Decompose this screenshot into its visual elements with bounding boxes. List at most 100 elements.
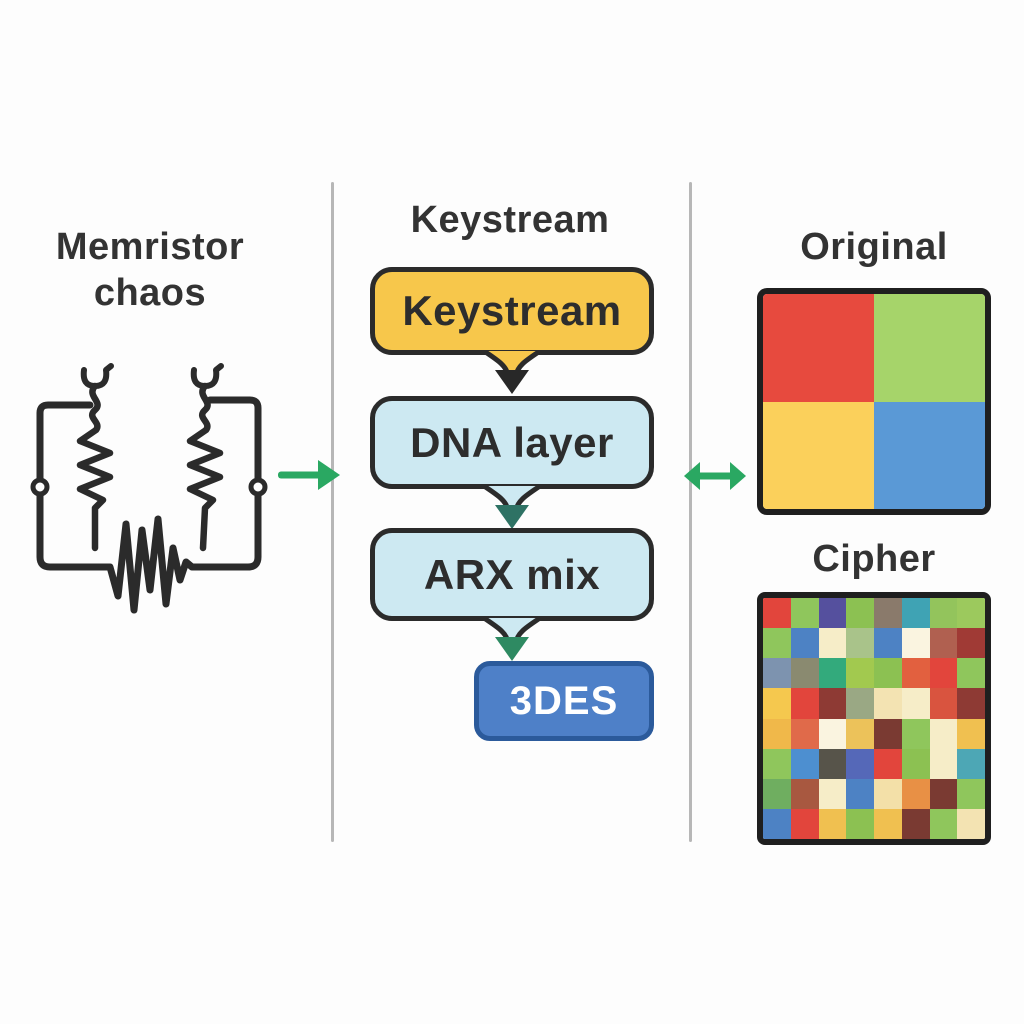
cipher-cell-31 — [957, 688, 985, 719]
tail-fill — [484, 618, 540, 642]
cipher-cell-3 — [846, 598, 874, 629]
cipher-cell-48 — [763, 778, 791, 809]
left-branch-cup — [80, 363, 114, 389]
memristor-chaos-title: Memristor chaos — [55, 226, 245, 315]
cipher-cell-13 — [901, 628, 930, 659]
middle-to-right-double-arrow-icon — [684, 462, 746, 490]
cipher-cell-41 — [790, 748, 819, 779]
cipher-cell-46 — [929, 748, 958, 779]
cipher-cell-35 — [846, 718, 874, 749]
cipher-cell-52 — [874, 778, 902, 809]
cipher-cell-1 — [790, 598, 819, 629]
left-to-middle-arrow-icon — [278, 460, 340, 490]
cipher-cell-11 — [846, 628, 874, 659]
cipher-cell-12 — [874, 628, 902, 659]
cipher-cell-27 — [846, 688, 874, 719]
arx-mix-box: ARX mix — [370, 528, 654, 621]
3des-box-label: 3DES — [509, 678, 619, 723]
cipher-cell-49 — [790, 778, 819, 809]
dna-layer-box: DNA layer — [370, 396, 654, 489]
cipher-cell-53 — [901, 778, 930, 809]
tail-fill — [484, 486, 540, 510]
cipher-cell-57 — [790, 808, 819, 839]
cipher-cell-51 — [846, 778, 874, 809]
cipher-cell-39 — [957, 718, 985, 749]
dna-layer-box-label: DNA layer — [410, 418, 614, 466]
cipher-cell-29 — [901, 688, 930, 719]
cipher-cell-44 — [874, 748, 902, 779]
cipher-cell-15 — [957, 628, 985, 659]
cipher-cell-36 — [874, 718, 902, 749]
original-title: Original — [800, 226, 948, 268]
cipher-cell-56 — [763, 808, 791, 839]
arrow-shaft — [697, 472, 733, 480]
cipher-cell-63 — [957, 808, 985, 839]
cipher-cell-9 — [790, 628, 819, 659]
cipher-cell-37 — [901, 718, 930, 749]
cipher-cell-19 — [846, 658, 874, 689]
cipher-cell-42 — [818, 748, 847, 779]
cipher-cell-14 — [929, 628, 958, 659]
cipher-cell-22 — [929, 658, 958, 689]
cipher-cell-7 — [957, 598, 985, 629]
arrow-shaft — [278, 471, 322, 479]
arx-to-3des-arrow-icon — [481, 618, 543, 661]
cipher-cell-60 — [874, 808, 902, 839]
cipher-cell-24 — [763, 688, 791, 719]
keystream-box: Keystream — [370, 267, 654, 355]
cipher-cell-17 — [790, 658, 819, 689]
cipher-cell-5 — [901, 598, 930, 629]
cipher-cell-28 — [874, 688, 902, 719]
keystream-panel-title: Keystream — [410, 199, 610, 241]
right-branch-cup — [190, 363, 224, 389]
arrow-head-left — [684, 462, 700, 490]
arrow-head-right — [730, 462, 746, 490]
cipher-cell-47 — [957, 748, 985, 779]
cipher-cell-6 — [929, 598, 958, 629]
tail-arrowhead — [495, 505, 529, 529]
cipher-title: Cipher — [812, 538, 936, 580]
right-node-circle — [248, 477, 268, 497]
panel-divider-left — [331, 182, 334, 842]
cipher-cell-32 — [763, 718, 791, 749]
left-branch-resistor — [76, 382, 114, 552]
cipher-cell-0 — [763, 598, 791, 629]
panel-divider-right — [689, 182, 692, 842]
cipher-cell-55 — [957, 778, 985, 809]
cipher-cell-40 — [763, 748, 791, 779]
cipher-cell-54 — [929, 778, 958, 809]
original-quadrant-2 — [763, 401, 874, 509]
cipher-cell-33 — [790, 718, 819, 749]
cipher-cell-21 — [901, 658, 930, 689]
cipher-cell-58 — [818, 808, 847, 839]
right-branch-resistor — [186, 382, 224, 552]
cipher-cell-34 — [818, 718, 847, 749]
cipher-cell-38 — [929, 718, 958, 749]
left-node-circle — [30, 477, 50, 497]
arx-mix-box-label: ARX mix — [423, 550, 601, 598]
cipher-cell-25 — [790, 688, 819, 719]
cipher-cell-30 — [929, 688, 958, 719]
keystream-box-label: Keystream — [402, 287, 622, 334]
3des-box: 3DES — [474, 661, 654, 741]
cipher-cell-18 — [818, 658, 847, 689]
cipher-cell-59 — [846, 808, 874, 839]
cipher-cell-50 — [818, 778, 847, 809]
tail-arrowhead — [495, 370, 529, 394]
cipher-cell-26 — [818, 688, 847, 719]
cipher-cell-4 — [874, 598, 902, 629]
cipher-cell-20 — [874, 658, 902, 689]
arrow-head — [318, 460, 340, 490]
cipher-cell-62 — [929, 808, 958, 839]
memristor-circuit-diagram — [30, 363, 268, 614]
original-quadrant-1 — [874, 294, 985, 402]
dna-to-arx-arrow-icon — [481, 486, 543, 529]
cipher-cell-61 — [901, 808, 930, 839]
cipher-cell-45 — [901, 748, 930, 779]
cipher-cell-2 — [818, 598, 847, 629]
cipher-cell-10 — [818, 628, 847, 659]
keystream-to-dna-arrow-icon — [481, 351, 543, 394]
tail-fill — [484, 351, 540, 375]
original-quadrant-3 — [874, 401, 985, 509]
